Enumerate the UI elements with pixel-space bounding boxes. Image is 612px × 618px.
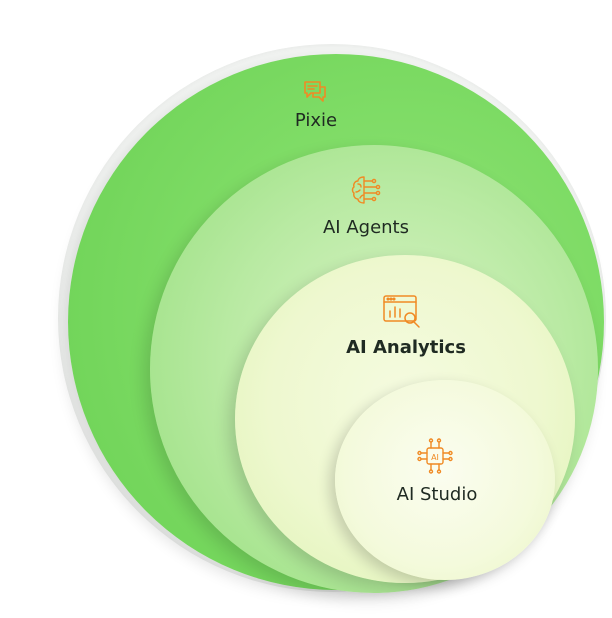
ring-label-ai-analytics: AI Analytics bbox=[346, 337, 466, 358]
ring-label-ai-studio: AI Studio bbox=[396, 484, 478, 505]
ring-label-pixie: Pixie bbox=[294, 110, 338, 131]
ai-chip-icon: AI bbox=[415, 436, 455, 476]
svg-text:AI: AI bbox=[431, 453, 439, 462]
ring-label-ai-agents: AI Agents bbox=[322, 217, 410, 238]
chat-bubbles-icon bbox=[301, 78, 329, 106]
ai-brain-icon bbox=[348, 172, 384, 208]
ring-ai-studio bbox=[335, 380, 555, 580]
analytics-dashboard-icon bbox=[381, 293, 425, 331]
